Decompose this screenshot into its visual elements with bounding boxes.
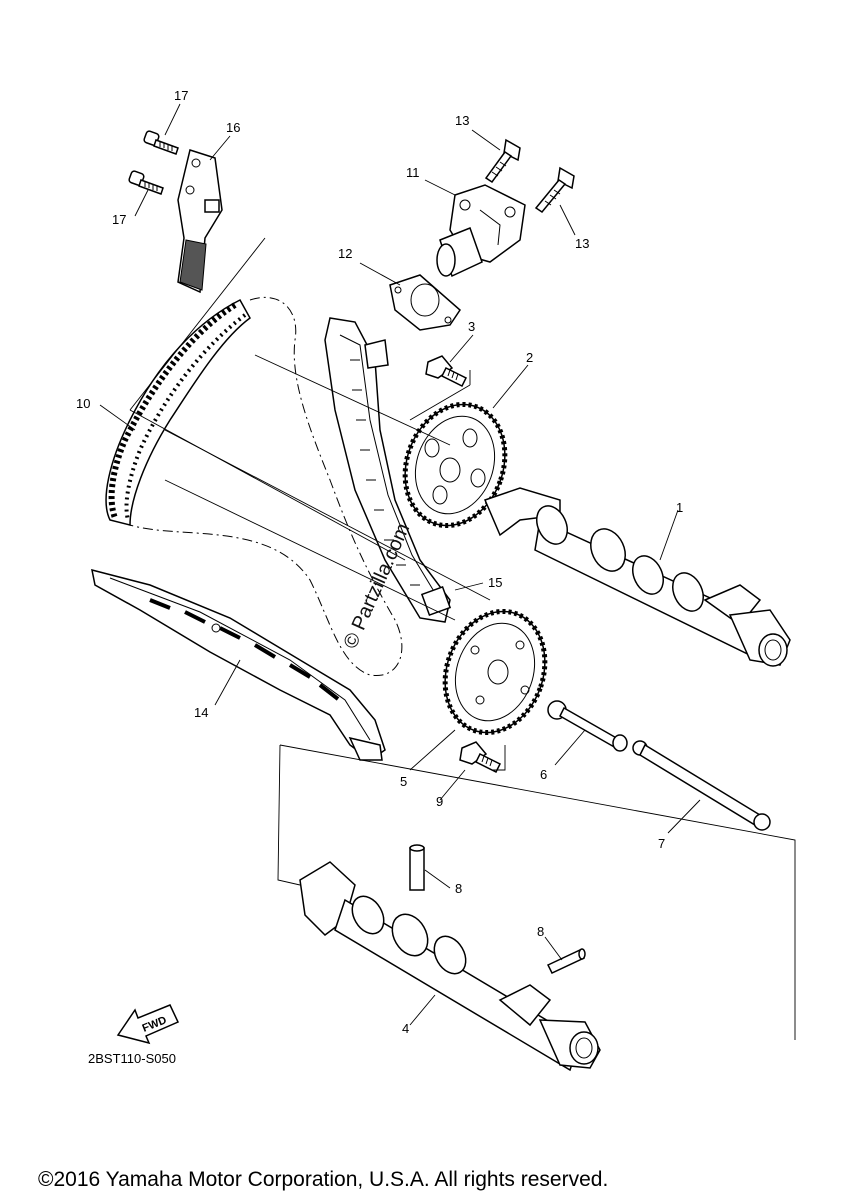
camshaft-sprocket-5: [442, 608, 548, 736]
callout-9: 9: [436, 794, 443, 809]
callout-1: 1: [676, 500, 683, 515]
alignment-lines: [129, 237, 796, 1040]
callout-11: 11: [406, 165, 420, 180]
callout-16: 16: [226, 120, 240, 135]
bolt-13-left: [484, 138, 521, 184]
bolt-13-right: [534, 166, 575, 214]
callout-7: 7: [658, 836, 665, 851]
callout-12: 12: [338, 246, 352, 261]
cam-chain-tensioner-11: [436, 184, 526, 278]
callout-8-lower: 8: [537, 924, 544, 939]
bolt-17-upper: [143, 130, 179, 155]
shaft-6: [547, 700, 628, 752]
callout-5: 5: [400, 774, 407, 789]
callout-13-upper: 13: [455, 113, 469, 128]
leader-lines: [99, 103, 701, 1026]
callout-4: 4: [402, 1021, 409, 1036]
camshaft-4: [299, 861, 601, 1072]
callout-2: 2: [526, 350, 533, 365]
camshaft-1: [483, 487, 791, 667]
callout-3: 3: [468, 319, 475, 334]
fwd-arrow-icon: FWD: [116, 1004, 180, 1045]
bolt-17-lower: [128, 170, 164, 195]
chain-guide-15: [324, 317, 452, 623]
callout-labels: 17 16 17 13 11 13 12 3 2 10 1 15 14 5 6 …: [76, 88, 683, 1036]
tensioner-gasket-12: [389, 274, 461, 331]
callout-15: 15: [488, 575, 502, 590]
dowel-pin-8-lower: [546, 948, 586, 974]
callout-14: 14: [194, 705, 208, 720]
callout-8-upper: 8: [455, 881, 462, 896]
bolt-3: [425, 355, 468, 388]
chain-guide-bracket-16: [177, 149, 223, 294]
callout-17-upper: 17: [174, 88, 188, 103]
callout-13-lower: 13: [575, 236, 589, 251]
callout-6: 6: [540, 767, 547, 782]
timing-chain-10: [105, 296, 403, 676]
bolt-9: [459, 741, 502, 774]
callout-17-lower: 17: [112, 212, 126, 227]
dowel-pin-8-upper: [409, 844, 425, 891]
shaft-7: [632, 740, 771, 831]
diagram-code: 2BST110-S050: [88, 1051, 176, 1066]
copyright-notice: ©2016 Yamaha Motor Corporation, U.S.A. A…: [38, 1168, 608, 1191]
camshaft-sprocket-2: [402, 401, 508, 529]
callout-10: 10: [76, 396, 90, 411]
chain-guide-14: [91, 568, 386, 761]
